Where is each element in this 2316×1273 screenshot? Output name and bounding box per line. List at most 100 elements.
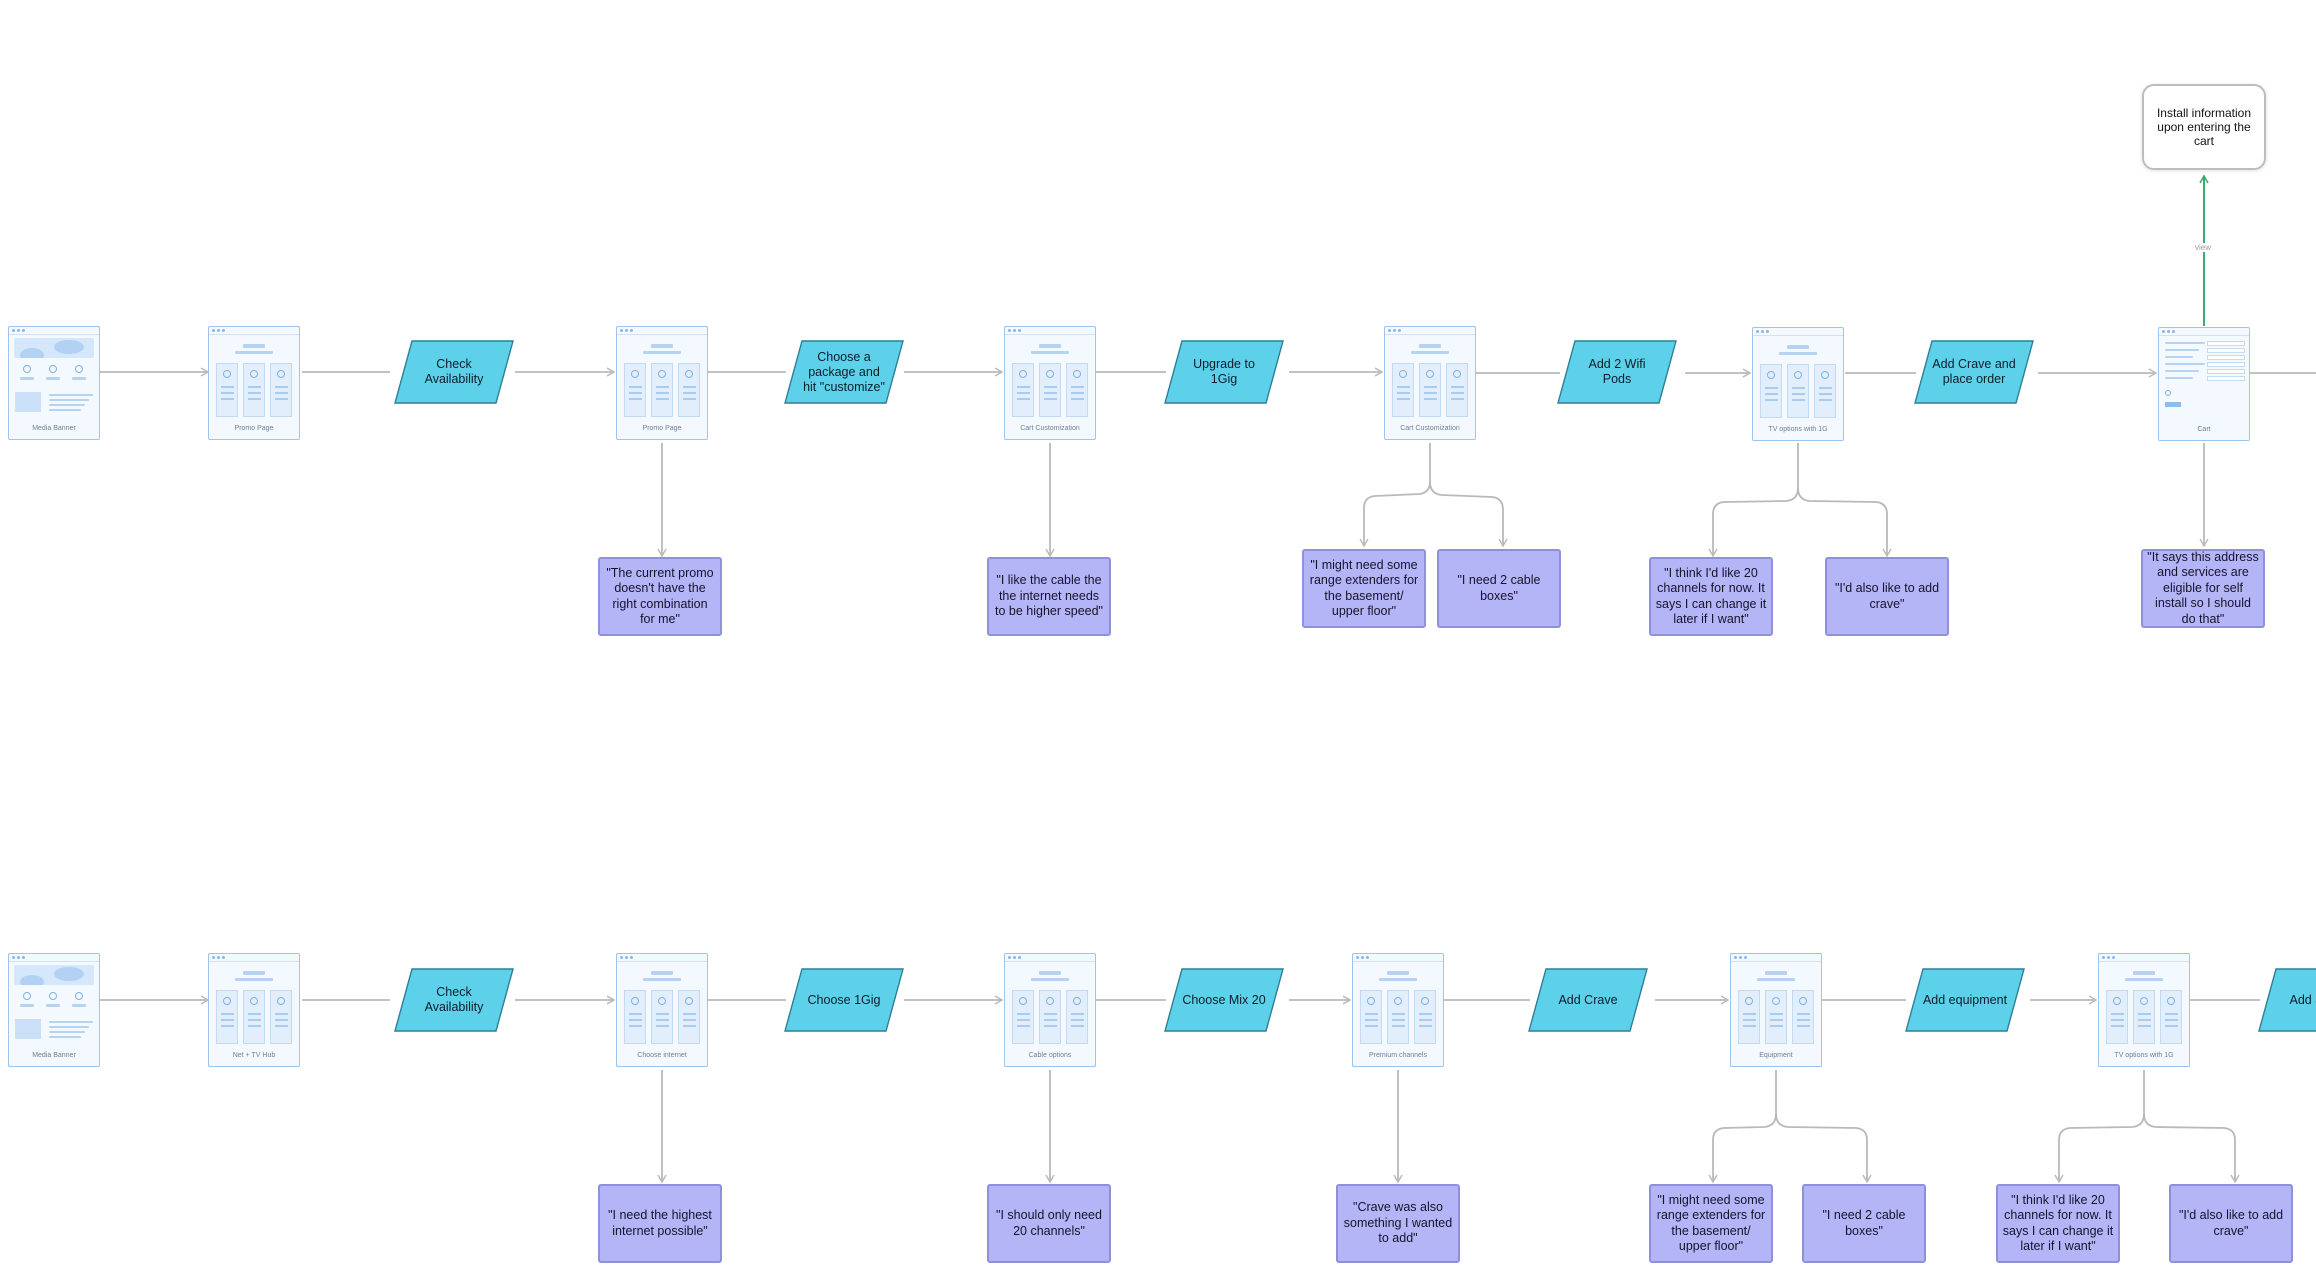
wireframe-line (1044, 392, 1057, 394)
connector (1708, 443, 1799, 558)
wireframe-line (629, 392, 642, 394)
wireframe-line (1071, 386, 1084, 388)
screen-thumbnail[interactable]: Promo Page (208, 326, 300, 440)
wireframe-line (683, 1019, 696, 1021)
wireframe-circle-icon (1073, 370, 1081, 378)
wireframe-card (270, 363, 292, 417)
wireframe-line (1365, 1025, 1378, 1027)
screen-thumbnail[interactable]: Equipment (1730, 953, 1822, 1067)
wireframe-line (2111, 1013, 2124, 1015)
window-dots-icon (1753, 328, 1843, 336)
window-dots-icon (617, 954, 707, 962)
connector (2054, 1070, 2145, 1184)
wireframe-line (1797, 1025, 1810, 1027)
wireframe-line (629, 398, 642, 400)
action-step[interactable]: Check Availability (394, 968, 514, 1032)
wireframe-card (1387, 990, 1409, 1044)
wireframe-line (20, 1004, 34, 1007)
wireframe-line (275, 392, 288, 394)
wireframe-heading (243, 344, 265, 348)
screen-thumbnail[interactable]: TV options with 1G (2098, 953, 2190, 1067)
wireframe-field (2207, 355, 2245, 360)
wireframe-line (1017, 1019, 1030, 1021)
wireframe-card (2133, 990, 2155, 1044)
user-quote-note: "I need the highest internet possible" (598, 1184, 722, 1263)
screen-thumbnail[interactable]: Media Banner (8, 326, 100, 440)
wireframe-card (2106, 990, 2128, 1044)
wireframe-line (1071, 1025, 1084, 1027)
parallelogram-shape (394, 968, 514, 1032)
wireframe-circle-icon (250, 370, 258, 378)
wireframe-subheading (1031, 978, 1069, 981)
action-step-label: Add and o (2289, 992, 2316, 1007)
connector (1708, 1070, 1777, 1184)
wireframe-field (2207, 362, 2245, 367)
wireframe-line (1071, 1013, 1084, 1015)
wireframe-line (683, 386, 696, 388)
action-step[interactable]: Add Crave and place order (1914, 340, 2034, 404)
wireframe-card (1066, 363, 1088, 417)
wireframe-line (2165, 342, 2205, 344)
wireframe-circle-icon (1421, 997, 1429, 1005)
screen-thumbnail[interactable]: Cable options (1004, 953, 1096, 1067)
wireframe-line (275, 398, 288, 400)
wireframe-circle-icon (1767, 371, 1775, 379)
parallelogram-shape (1164, 340, 1284, 404)
wireframe-card (1360, 990, 1382, 1044)
wireframe-heading (1765, 971, 1787, 975)
wireframe-card (216, 990, 238, 1044)
action-step-label: Add 2 Wifi Pods (1588, 357, 1646, 386)
wireframe-circle-icon (685, 997, 693, 1005)
screen-thumbnail[interactable]: Media Banner (8, 953, 100, 1067)
screen-thumbnail[interactable]: Choose internet (616, 953, 708, 1067)
action-step[interactable]: Check Availability (394, 340, 514, 404)
wireframe-line (1071, 392, 1084, 394)
screen-thumbnail[interactable]: Cart Customization (1384, 326, 1476, 440)
screen-thumbnail[interactable]: Promo Page (616, 326, 708, 440)
wireframe-circle-icon (23, 992, 31, 1000)
action-step-label: Check Availability (424, 357, 484, 386)
wireframe-line (1017, 392, 1030, 394)
wireframe-circle-icon (1794, 371, 1802, 379)
action-step[interactable]: Choose Mix 20 (1164, 968, 1284, 1032)
action-step[interactable]: Upgrade to 1Gig (1164, 340, 1284, 404)
screen-thumbnail[interactable]: TV options with 1G (1752, 327, 1844, 441)
screen-label: TV options with 1G (1768, 426, 1828, 433)
screen-thumbnail[interactable]: Cart Customization (1004, 326, 1096, 440)
action-step-label: Choose 1Gig (807, 992, 881, 1007)
wireframe-line (49, 404, 85, 406)
wireframe-line (1424, 386, 1437, 388)
wireframe-circle-icon (49, 992, 57, 1000)
wireframe-subheading (1411, 351, 1449, 354)
wireframe-card (1738, 990, 1760, 1044)
action-step[interactable]: Add 2 Wifi Pods (1557, 340, 1677, 404)
screen-label: Equipment (1759, 1052, 1793, 1059)
screen-label: Net + TV Hub (232, 1052, 276, 1059)
action-step[interactable]: Add Crave (1528, 968, 1648, 1032)
wireframe-line (275, 1013, 288, 1015)
wireframe-subheading (1031, 351, 1069, 354)
action-step[interactable]: Choose a package and hit "customize" (784, 340, 904, 404)
action-step[interactable]: Add and o (2258, 968, 2316, 1032)
wireframe-line (1451, 392, 1464, 394)
wireframe-card (1414, 990, 1436, 1044)
wireframe-circle-icon (2167, 997, 2175, 1005)
wireframe-line (1071, 398, 1084, 400)
wireframe-line (1792, 399, 1805, 401)
action-step[interactable]: Add equipment (1905, 968, 2025, 1032)
wireframe-line (1044, 386, 1057, 388)
screen-thumbnail[interactable]: Net + TV Hub (208, 953, 300, 1067)
screen-thumbnail[interactable]: Premium channels (1352, 953, 1444, 1067)
action-step[interactable]: Choose 1Gig (784, 968, 904, 1032)
wireframe-line (221, 1013, 234, 1015)
wireframe-line (248, 1013, 261, 1015)
screen-thumbnail[interactable]: Cart (2158, 327, 2250, 441)
window-dots-icon (9, 327, 99, 335)
wireframe-line (221, 392, 234, 394)
wireframe-line (629, 386, 642, 388)
wireframe-card (1814, 364, 1836, 418)
wireframe-line (1017, 386, 1030, 388)
window-dots-icon (1385, 327, 1475, 335)
wireframe-line (72, 1004, 86, 1007)
screen-label: Media Banner (32, 425, 76, 432)
